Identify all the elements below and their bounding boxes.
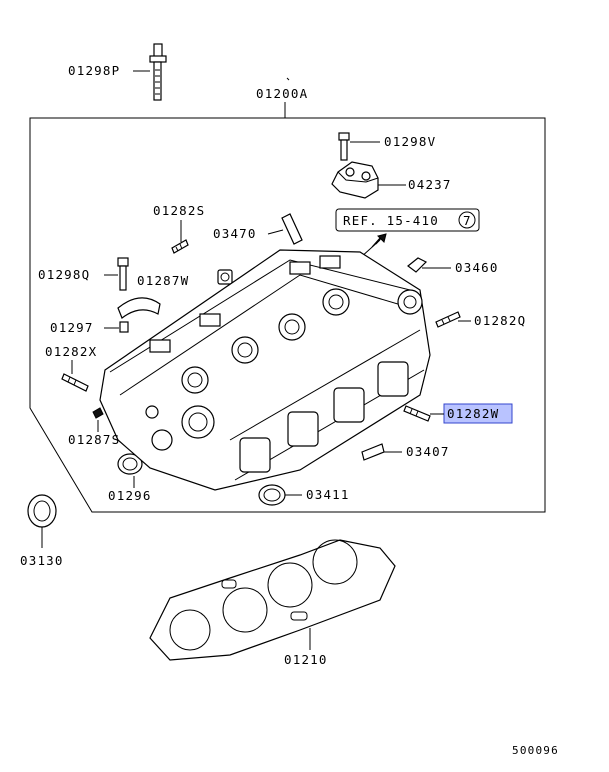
ref-arrow-icon <box>377 233 387 243</box>
plug-01287w-icon <box>217 269 233 285</box>
plug-01287s-icon <box>92 407 104 419</box>
dowel-03460-icon <box>407 257 428 273</box>
stud-01282s-icon <box>171 239 189 254</box>
label-01287s[interactable]: 01287S <box>68 432 120 447</box>
ref-number-circle <box>458 211 476 229</box>
label-03460[interactable]: 03460 <box>455 260 499 275</box>
label-04237[interactable]: 04237 <box>408 177 452 192</box>
label-01298q[interactable]: 01298Q <box>38 267 90 282</box>
head-gasket-icon <box>149 539 396 661</box>
stud-01282q-icon <box>435 311 461 328</box>
ref-box <box>335 208 480 232</box>
stud-01282w-icon <box>403 405 431 422</box>
seal-03130-icon <box>27 494 57 528</box>
label-03470[interactable]: 03470 <box>213 226 257 241</box>
label-01210[interactable]: 01210 <box>284 652 328 667</box>
label-01298v[interactable]: 01298V <box>384 134 436 149</box>
label-01200a[interactable]: 01200A <box>256 86 308 101</box>
label-01298p[interactable]: 01298P <box>68 63 120 78</box>
bolt-01298p-icon <box>149 43 167 101</box>
cap-01297-icon <box>117 297 161 333</box>
label-01287w[interactable]: 01287W <box>137 273 189 288</box>
bolt-01298q-icon <box>117 257 129 291</box>
ring-03411-icon <box>258 484 286 506</box>
label-01282q[interactable]: 01282Q <box>474 313 526 328</box>
cylinder-head-icon <box>99 249 431 491</box>
label-01282x[interactable]: 01282X <box>45 344 97 359</box>
label-ref[interactable]: REF. 15-410 <box>343 213 439 228</box>
label-03130[interactable]: 03130 <box>20 553 64 568</box>
assembly-frame <box>29 102 546 513</box>
drawing-number: 500096 <box>512 744 559 757</box>
label-01297[interactable]: 01297 <box>50 320 94 335</box>
label-01296[interactable]: 01296 <box>108 488 152 503</box>
bolt-01298v-icon <box>338 132 350 161</box>
label-03407[interactable]: 03407 <box>406 444 450 459</box>
label-01282w[interactable]: 01282W <box>447 406 499 421</box>
pin-03470-icon <box>281 213 303 245</box>
bracket-04237-icon <box>331 161 379 199</box>
stud-01282x-icon <box>61 373 89 392</box>
label-ref-number: 7 <box>463 213 472 228</box>
label-01282s[interactable]: 01282S <box>153 203 205 218</box>
seal-03407-icon <box>361 443 385 461</box>
label-03411[interactable]: 03411 <box>306 487 350 502</box>
ring-01296-icon <box>117 453 143 475</box>
